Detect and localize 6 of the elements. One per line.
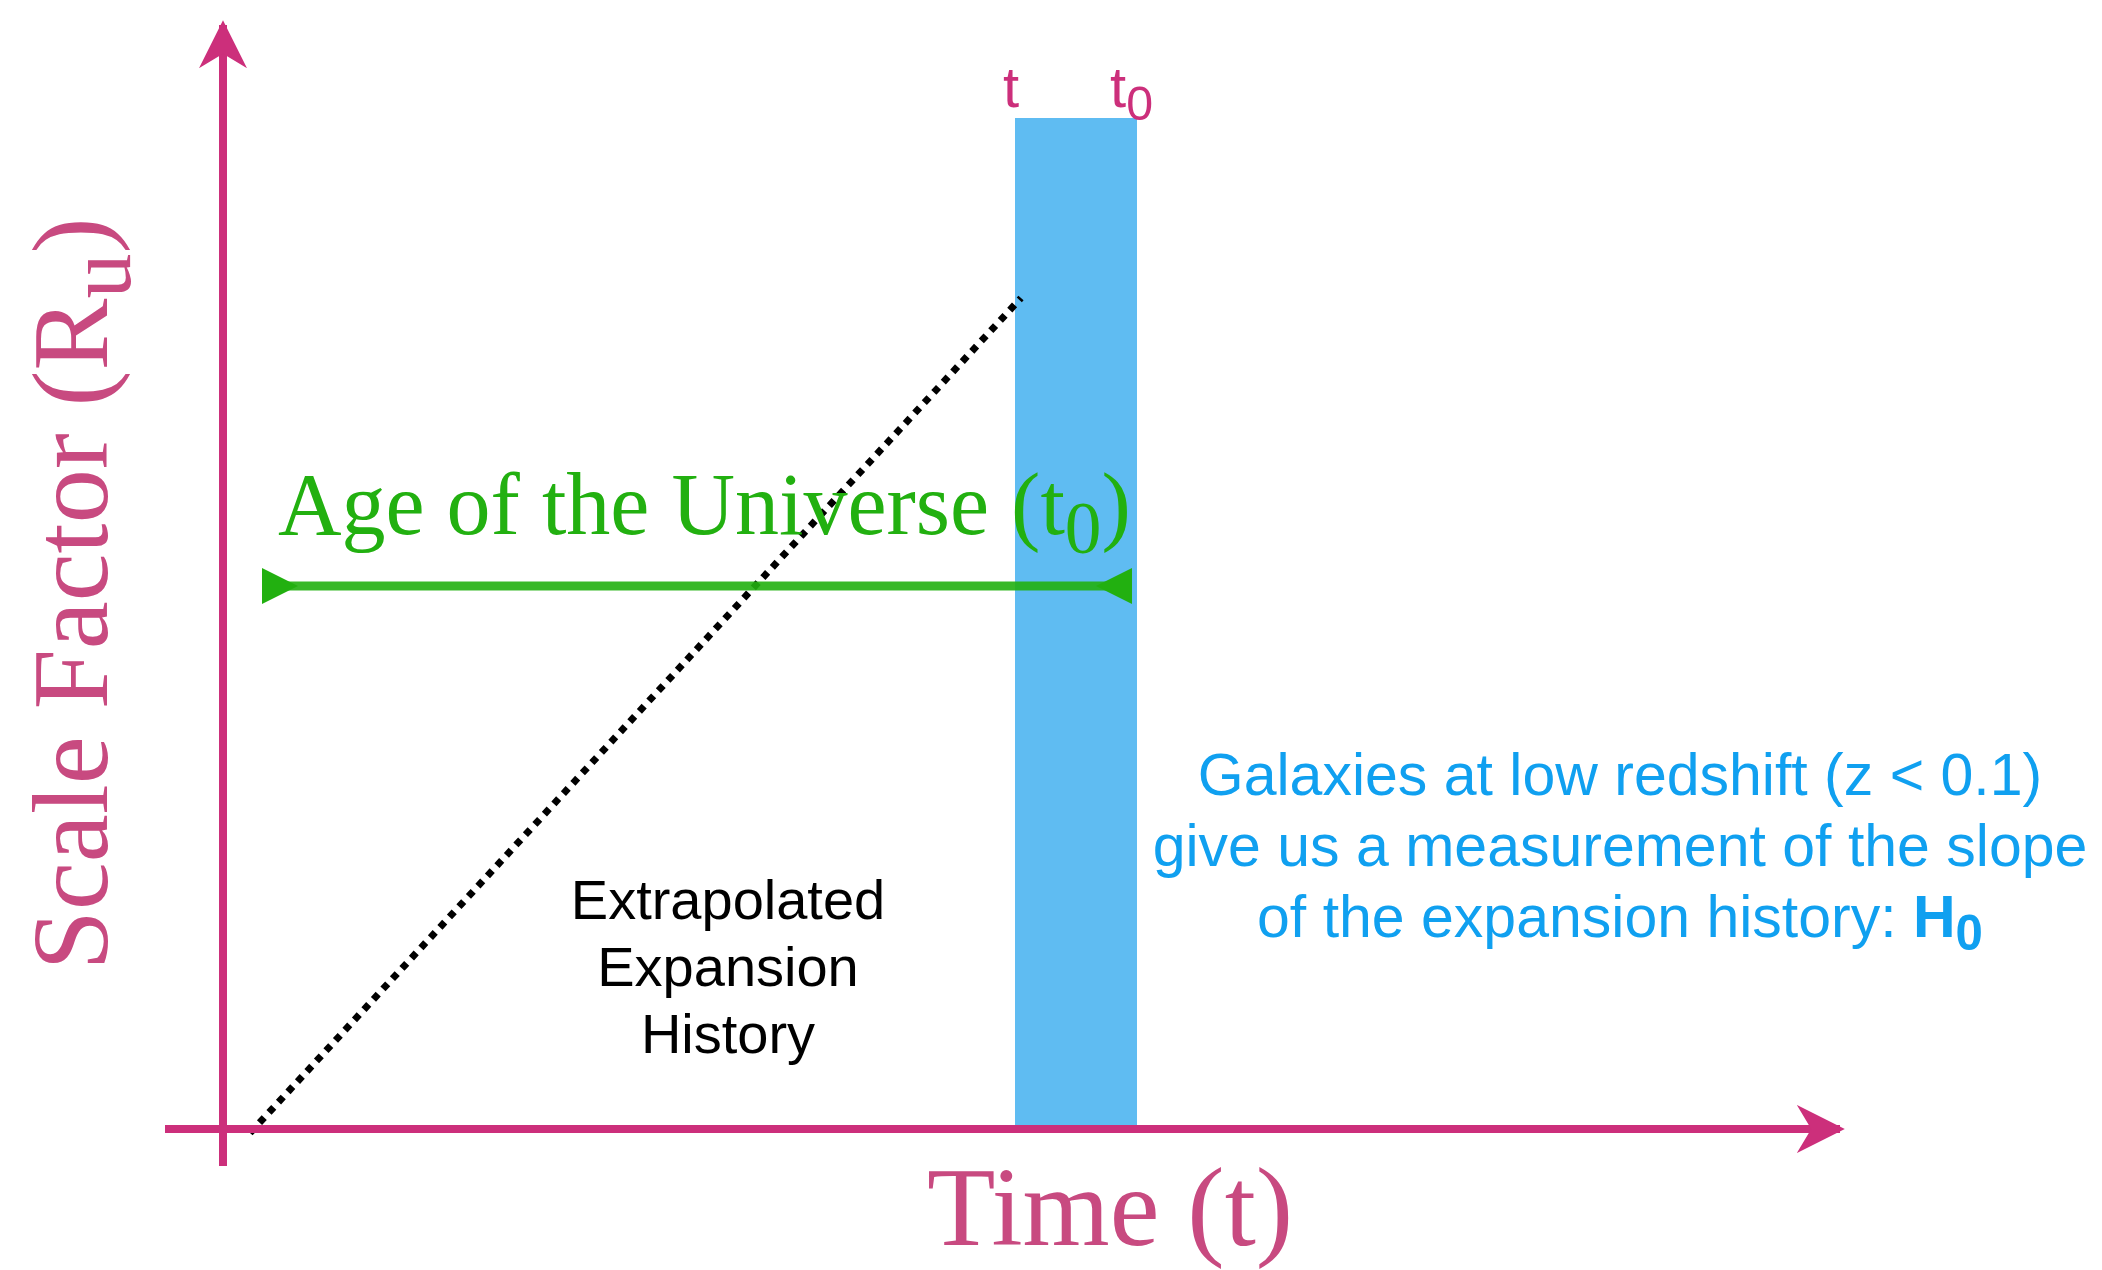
annotation-text: Galaxies at low redshift (z < 0.1) give us a measurement of the slope of the expansion history: H$_{0}$ — [1151, 741, 2089, 962]
time-marker: t — [1003, 53, 1021, 121]
plot-annotation: Extrapolated Expansion History — [569, 867, 887, 1068]
time-marker: t$_{0}$ — [1110, 53, 1154, 132]
dimension-label: Age of the Universe (t$_{0}$) — [278, 455, 1132, 571]
x-axis-title: Time (t) — [925, 1144, 1295, 1270]
